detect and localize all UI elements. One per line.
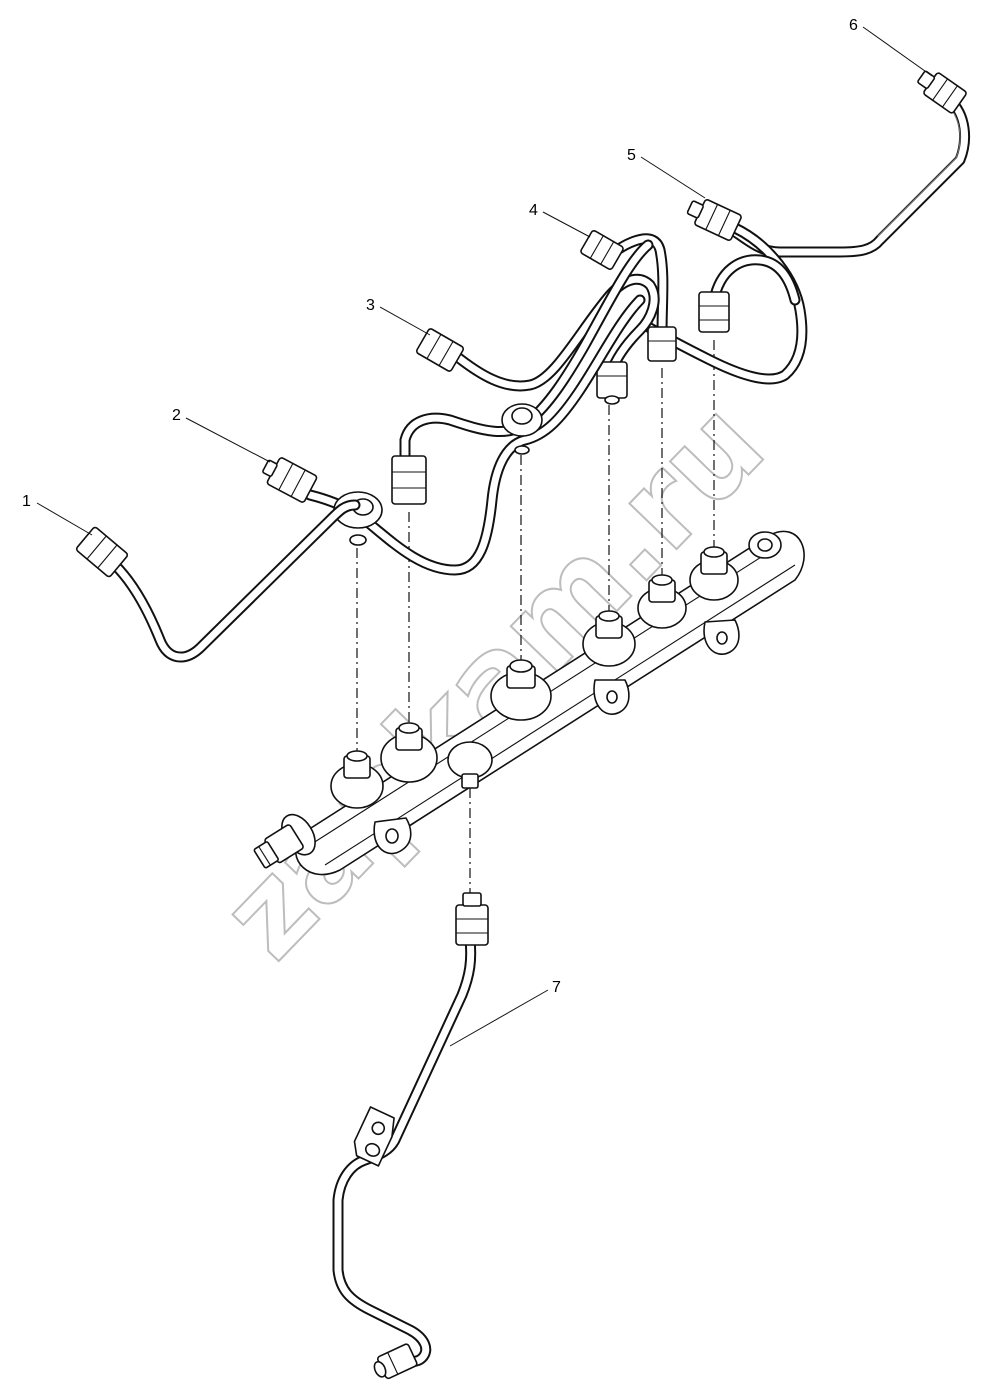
callout-label: 6	[849, 17, 858, 34]
callout-6: 6	[849, 17, 933, 77]
callouts: 1 2 3 4 5 6 7	[22, 17, 933, 1047]
pipe-7	[332, 892, 489, 1380]
callout-5: 5	[627, 147, 706, 199]
fuel-rail	[253, 530, 805, 876]
alignment-lines	[356, 340, 715, 900]
pipe-4	[580, 230, 677, 362]
callout-label: 7	[552, 979, 561, 996]
callout-label: 5	[627, 147, 636, 164]
callout-1: 1	[22, 493, 93, 536]
callout-4: 4	[529, 202, 591, 238]
pipe-5	[644, 199, 808, 385]
pipe-1	[75, 499, 361, 663]
pipe-6	[729, 70, 971, 258]
callout-label: 3	[366, 297, 375, 314]
pipe-3	[415, 273, 660, 405]
callout-7: 7	[449, 979, 561, 1047]
callout-label: 4	[529, 202, 538, 219]
callout-label: 1	[22, 493, 31, 510]
callout-label: 2	[172, 407, 181, 424]
callout-2: 2	[172, 407, 271, 463]
pipe-2	[262, 457, 383, 546]
callout-3: 3	[366, 297, 431, 336]
